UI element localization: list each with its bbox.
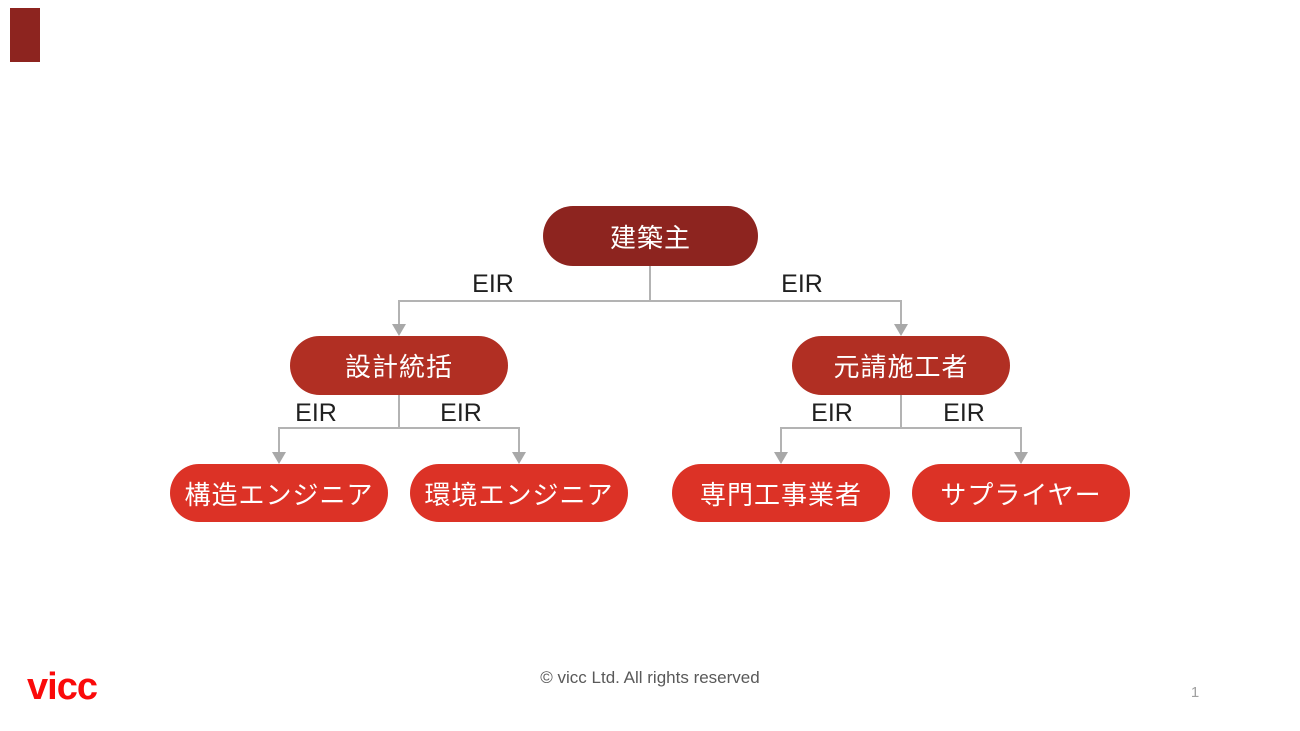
arrow-down-icon (392, 324, 406, 336)
vicc-logo: vicc (27, 666, 98, 708)
edge-label-eir: EIR (295, 399, 337, 427)
node-supplier: サプライヤー (912, 464, 1130, 522)
edge-label-eir: EIR (943, 399, 985, 427)
connector-row2-right (780, 427, 1022, 453)
edge-label-eir: EIR (440, 399, 482, 427)
connector-row2-left (278, 427, 520, 453)
connector-row1 (398, 300, 902, 326)
arrow-down-icon (894, 324, 908, 336)
node-design-lead: 設計統括 (290, 336, 508, 395)
copyright-text: © vicc Ltd. All rights reserved (540, 668, 760, 687)
node-building-owner: 建築主 (543, 206, 758, 266)
node-environmental-engineer: 環境エンジニア (410, 464, 628, 522)
arrow-down-icon (272, 452, 286, 464)
node-structural-engineer: 構造エンジニア (170, 464, 388, 522)
node-main-contractor: 元請施工者 (792, 336, 1010, 395)
arrow-down-icon (1014, 452, 1028, 464)
edge-label-eir: EIR (781, 270, 823, 298)
edge-label-eir: EIR (472, 270, 514, 298)
edge-label-eir: EIR (811, 399, 853, 427)
arrow-down-icon (774, 452, 788, 464)
node-specialist-contractor: 専門工事業者 (672, 464, 890, 522)
corner-accent-bar (10, 8, 40, 62)
page-number: 1 (1190, 684, 1200, 701)
arrow-down-icon (512, 452, 526, 464)
